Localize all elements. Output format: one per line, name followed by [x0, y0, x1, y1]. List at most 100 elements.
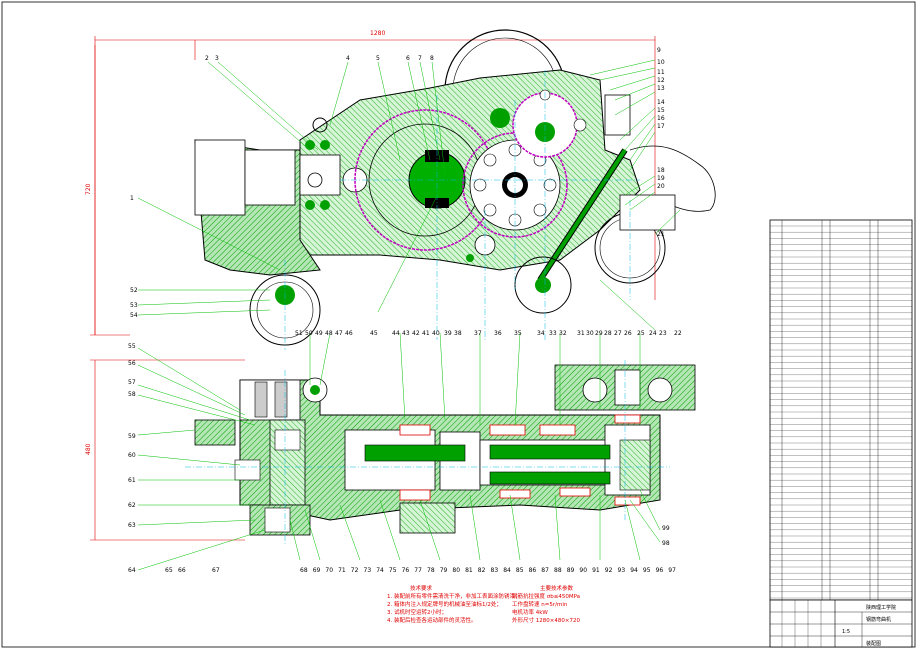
part-number-label: 25	[637, 330, 645, 337]
part-number-label: 69	[313, 567, 321, 574]
part-number-label: 42	[412, 330, 420, 337]
part-number-label: 41	[422, 330, 430, 337]
part-number-label: 11	[657, 69, 665, 76]
part-number-label: 4	[346, 55, 350, 62]
leader-lines-bottom	[289, 332, 641, 561]
bill-of-materials	[769, 219, 913, 601]
part-number-label: 63	[128, 522, 136, 529]
title-block: 陕西理工学院 钢筋弯曲机 1:5 装配图	[769, 599, 913, 648]
part-number-label: 86	[529, 567, 537, 574]
part-number-label: 1	[130, 195, 134, 202]
params-heading: 主要技术参数	[540, 584, 574, 592]
part-number-label: 59	[128, 433, 136, 440]
part-number-label: 80	[452, 567, 460, 574]
title-school: 陕西理工学院	[866, 604, 896, 611]
part-number-label: 48	[325, 330, 333, 337]
part-number-label: 67	[212, 567, 220, 574]
part-number-label: 50	[305, 330, 313, 337]
part-number-label: 47	[335, 330, 343, 337]
part-number-label: 60	[128, 452, 136, 459]
part-number-label: 46	[345, 330, 353, 337]
part-number-label: 51	[295, 330, 303, 337]
part-number-label: 44	[392, 330, 400, 337]
part-number-label: 96	[656, 567, 664, 574]
part-number-label: 71	[338, 567, 346, 574]
part-number-label: 53	[130, 302, 138, 309]
part-number-label: 20	[657, 183, 665, 190]
dim-length-text: 1280	[370, 30, 385, 37]
title-scale: 1:5	[842, 629, 850, 635]
part-number-label: 12	[657, 77, 665, 84]
part-number-label: 3	[215, 55, 219, 62]
part-number-label: 7	[418, 55, 422, 62]
part-number-label: 21	[657, 231, 665, 238]
part-number-label: 10	[657, 59, 665, 66]
notes-item-4: 4. 装配后检查各运动部件的灵活性。	[387, 616, 477, 624]
technical-requirements: 技术要求 1. 装配前所有零件需清洗干净，非加工表面涂防锈漆； 2. 箱体内注入…	[387, 584, 521, 624]
part-number-label: 29	[595, 330, 603, 337]
part-number-label: 54	[130, 312, 138, 319]
leader-lines	[137, 59, 681, 571]
part-number-label: 18	[657, 167, 665, 174]
side-view: 480	[85, 359, 696, 545]
part-number-label: 89	[567, 567, 575, 574]
part-number-label: 52	[130, 287, 138, 294]
part-number-label: 17	[657, 123, 665, 130]
part-number-label: 58	[128, 391, 136, 398]
part-number-label: 75	[389, 567, 397, 574]
notes-item-2: 2. 箱体内注入规定牌号的机械油至油标1/2处；	[387, 600, 502, 608]
part-number-label: 49	[315, 330, 323, 337]
notes-item-1: 1. 装配前所有零件需清洗干净，非加工表面涂防锈漆；	[387, 592, 521, 600]
part-number-label: 40	[432, 330, 440, 337]
part-number-label: 36	[494, 330, 502, 337]
part-number-label: 70	[325, 567, 333, 574]
part-number-label: 31	[577, 330, 585, 337]
part-number-label: 34	[537, 330, 545, 337]
part-number-label: 77	[414, 567, 422, 574]
part-number-label: 99	[662, 525, 670, 532]
part-number-label: 27	[614, 330, 622, 337]
part-number-label: 26	[624, 330, 632, 337]
part-number-label: 74	[376, 567, 384, 574]
part-number-label: 23	[659, 330, 667, 337]
part-number-label: 37	[474, 330, 482, 337]
part-number-label: 68	[300, 567, 308, 574]
top-view: 1280 7 20	[85, 29, 716, 350]
part-number-label: 61	[128, 477, 136, 484]
part-number-label: 83	[491, 567, 499, 574]
part-number-label: 45	[370, 330, 378, 337]
notes-item-3: 3. 试机时空运转2小时；	[387, 608, 447, 616]
part-number-label: 95	[643, 567, 651, 574]
params-item-2: 工作盘转速 n=5r/min	[512, 600, 568, 608]
part-number-label: 62	[128, 502, 136, 509]
part-number-label: 43	[402, 330, 410, 337]
part-number-label: 8	[430, 55, 434, 62]
part-number-label: 78	[427, 567, 435, 574]
part-number-label: 82	[478, 567, 486, 574]
part-number-label: 56	[128, 360, 136, 367]
part-number-label: 73	[364, 567, 372, 574]
part-number-label: 24	[649, 330, 657, 337]
params-item-4: 外形尺寸 1280×480×720	[512, 616, 580, 624]
part-number-label: 64	[128, 567, 136, 574]
part-number-label: 5	[376, 55, 380, 62]
part-number-label: 94	[630, 567, 638, 574]
part-number-label: 6	[406, 55, 410, 62]
part-number-label: 38	[454, 330, 462, 337]
part-number-label: 90	[579, 567, 587, 574]
part-number-label: 87	[541, 567, 549, 574]
part-number-label: 2	[205, 55, 209, 62]
part-number-label: 91	[592, 567, 600, 574]
notes-heading: 技术要求	[410, 584, 433, 592]
part-number-label: 85	[516, 567, 524, 574]
part-number-label: 84	[503, 567, 511, 574]
part-number-label: 97	[668, 567, 676, 574]
part-number-label: 93	[618, 567, 626, 574]
part-number-label: 30	[586, 330, 594, 337]
part-number-label: 15	[657, 107, 665, 114]
part-number-label: 32	[559, 330, 567, 337]
part-number-label: 92	[605, 567, 613, 574]
part-number-label: 13	[657, 85, 665, 92]
